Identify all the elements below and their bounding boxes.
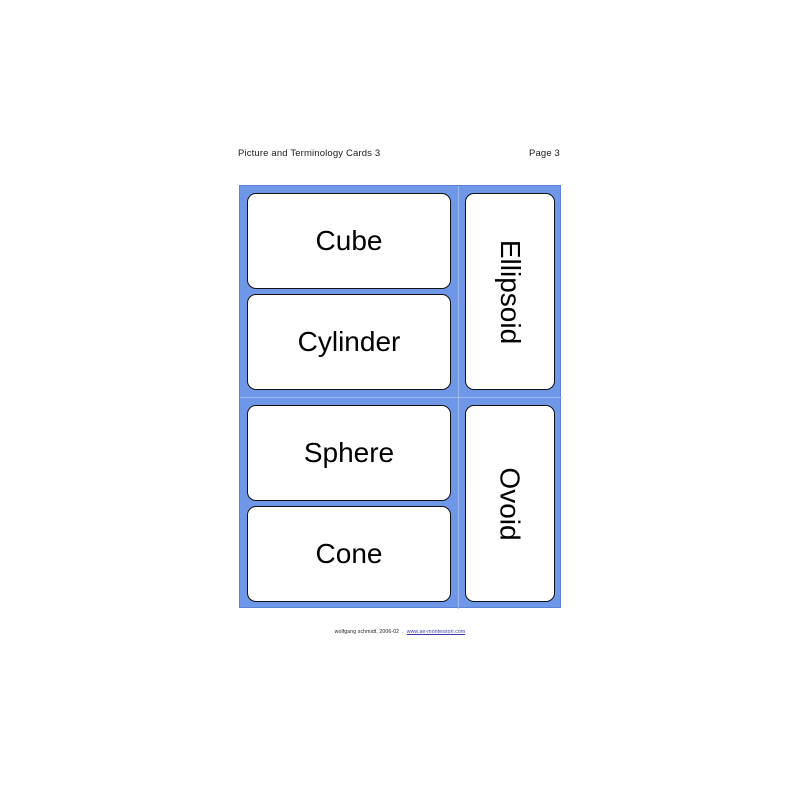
page-title: Picture and Terminology Cards 3 [238,147,381,159]
card-column-right-top: Ellipsoid [458,186,562,397]
card-sphere[interactable]: Sphere [247,405,451,501]
footer-credit-text: wolfgang schmidt, 2006-02 [334,629,400,635]
card-label-ellipsoid: Ellipsoid [495,239,526,344]
card-cylinder[interactable]: Cylinder [247,294,451,390]
page-number-label: Page 3 [528,147,560,159]
page-header: Picture and Terminology Cards 3 Page 3 [238,145,560,161]
card-cone[interactable]: Cone [247,506,451,602]
page-footer: wolfgang schmidt, 2006-02 . www.ae-monte… [239,626,561,638]
card-ellipsoid[interactable]: Ellipsoid [465,193,555,390]
card-sheet-half-bottom: Sphere Cone Ovoid [240,398,562,609]
card-label-cone: Cone [315,538,383,569]
card-column-left-top: Cube Cylinder [240,186,458,397]
footer-separator: . [402,629,404,635]
cut-guide-horizontal [240,397,562,398]
card-column-left-bottom: Sphere Cone [240,398,458,609]
card-column-right-bottom: Ovoid [458,398,562,609]
card-label-cylinder: Cylinder [297,326,401,357]
card-cube[interactable]: Cube [247,193,451,289]
footer-website-link[interactable]: www.ae-montessori.com [406,629,466,635]
card-sheet-half-top: Cube Cylinder Ellipsoid [240,186,562,397]
card-label-sphere: Sphere [303,437,395,468]
card-ovoid[interactable]: Ovoid [465,405,555,602]
card-sheet: Cube Cylinder Ellipsoid Sphere Cone [239,185,562,609]
card-label-cube: Cube [315,225,383,256]
cut-guide-vertical [458,186,459,609]
card-label-ovoid: Ovoid [495,466,526,541]
